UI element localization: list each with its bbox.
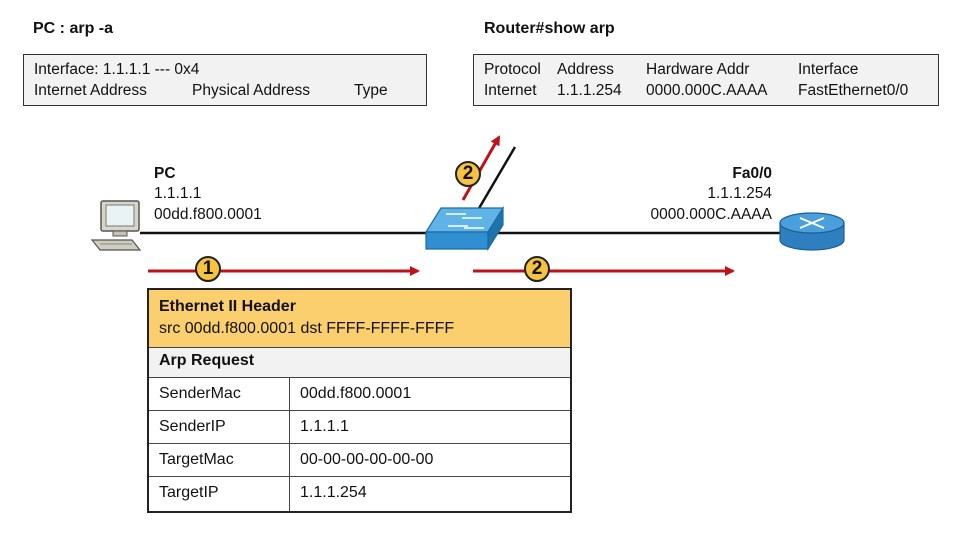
pc-console-title: PC : arp -a [33, 20, 114, 37]
pc-console-col-internet-address: Internet Address [34, 82, 147, 99]
arp-field-key: SenderMac [149, 378, 290, 410]
router-col-protocol: Protocol [484, 61, 541, 78]
arp-field-key: SenderIP [149, 411, 290, 443]
router-cell-protocol: Internet [484, 82, 537, 99]
ethernet-header-detail: src 00dd.f800.0001 dst FFFF-FFFF-FFFF [159, 320, 455, 337]
step-badge-2: 2 [524, 256, 550, 282]
pc-console-output: Interface: 1.1.1.1 --- 0x4 Internet Addr… [23, 54, 427, 106]
pc-console-interface-line: Interface: 1.1.1.1 --- 0x4 [34, 61, 200, 78]
router-mac-label: 0000.000C.AAAA [650, 206, 772, 223]
ethernet-header-title: Ethernet II Header [159, 298, 296, 315]
arp-field-value: 00dd.f800.0001 [300, 385, 412, 402]
switch-icon [424, 205, 505, 252]
pc-icon [90, 200, 142, 251]
arp-frame: Ethernet II Header src 00dd.f800.0001 ds… [147, 288, 572, 513]
arp-request-title: Arp Request [149, 348, 570, 378]
arp-field-key: TargetMac [149, 444, 290, 476]
ethernet-header: Ethernet II Header src 00dd.f800.0001 ds… [149, 290, 570, 348]
arp-field-row: SenderMac 00dd.f800.0001 [149, 378, 570, 411]
router-col-interface: Interface [798, 61, 859, 78]
arp-field-row: TargetIP 1.1.1.254 [149, 477, 570, 511]
pc-ip-label: 1.1.1.1 [154, 185, 202, 202]
flood-arrow-up [461, 135, 501, 201]
arp-field-value: 00-00-00-00-00-00 [300, 451, 434, 468]
router-icon [779, 212, 845, 251]
pc-name-label: PC [154, 165, 176, 182]
arp-field-value: 1.1.1.1 [300, 418, 349, 435]
router-cell-interface: FastEthernet0/0 [798, 82, 909, 99]
pc-console-col-physical-address: Physical Address [192, 82, 311, 99]
step-badge-1: 1 [195, 256, 221, 282]
pc-console-col-type: Type [354, 82, 388, 99]
router-console-output: Protocol Address Hardware Addr Interface… [473, 54, 939, 106]
router-iface-name-label: Fa0/0 [732, 165, 772, 182]
step-badge-flood: 2 [455, 161, 481, 187]
router-cell-address: 1.1.1.254 [557, 82, 622, 99]
arp-field-row: SenderIP 1.1.1.1 [149, 411, 570, 444]
router-col-address: Address [557, 61, 614, 78]
router-console-title: Router#show arp [484, 20, 615, 37]
arp-field-key: TargetIP [149, 477, 290, 511]
arp-field-row: TargetMac 00-00-00-00-00-00 [149, 444, 570, 477]
arp-field-value: 1.1.1.254 [300, 484, 367, 501]
router-cell-hardware-addr: 0000.000C.AAAA [646, 82, 768, 99]
switch-uplink-cable [476, 146, 517, 211]
router-ip-label: 1.1.1.254 [707, 185, 772, 202]
router-col-hardware-addr: Hardware Addr [646, 61, 750, 78]
pc-mac-label: 00dd.f800.0001 [154, 206, 262, 223]
